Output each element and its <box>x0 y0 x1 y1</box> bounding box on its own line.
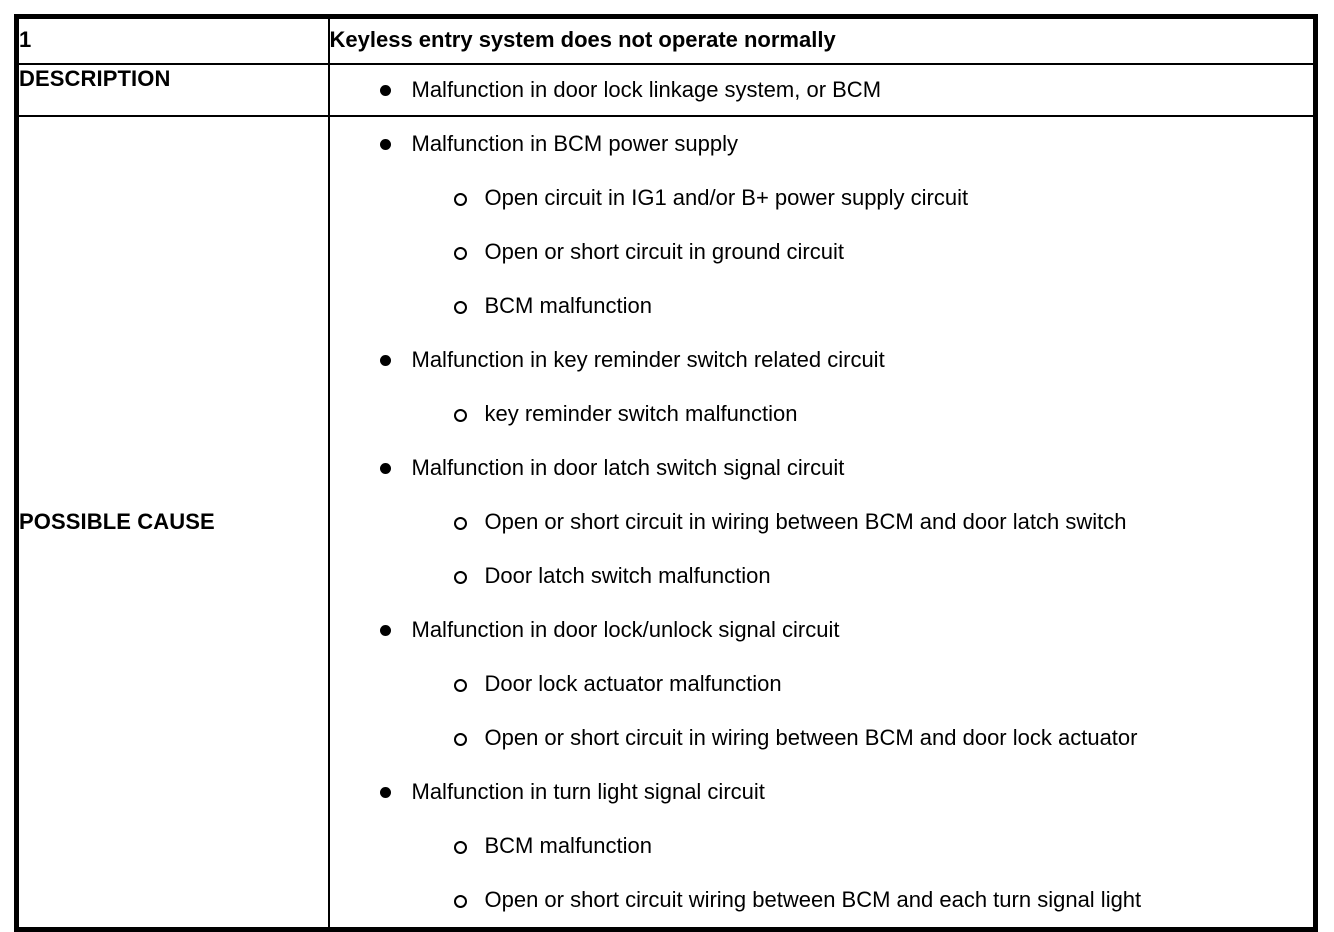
cause-item-level1: Malfunction in door lock linkage system,… <box>330 65 1314 115</box>
cause-item-level1: Malfunction in turn light signal circuit <box>330 765 1314 819</box>
cause-item-level2: BCM malfunction <box>330 279 1314 333</box>
hollow-bullet-icon <box>453 571 467 584</box>
description-label: DESCRIPTION <box>15 63 330 117</box>
item-label: Open or short circuit in wiring between … <box>484 509 1127 534</box>
item-label: Open or short circuit in ground circuit <box>484 239 845 264</box>
hollow-bullet-icon <box>453 193 467 206</box>
dtc-number-cell: 1 <box>15 15 330 65</box>
table-row-description: DESCRIPTION Malfunction in door lock lin… <box>15 63 1317 117</box>
hollow-bullet-icon <box>453 895 467 908</box>
description-content: Malfunction in door lock linkage system,… <box>327 63 1317 117</box>
item-label: Door lock actuator malfunction <box>484 671 782 696</box>
cause-item-level2: Open or short circuit in ground circuit <box>330 225 1314 279</box>
filled-bullet-icon <box>379 463 391 474</box>
filled-bullet-icon <box>379 787 391 798</box>
cause-item-level1: Malfunction in door lock/unlock signal c… <box>330 603 1314 657</box>
table-row-possible-cause: POSSIBLE CAUSE Malfunction in BCM power … <box>15 115 1317 931</box>
item-label: Malfunction in BCM power supply <box>411 131 738 156</box>
item-label: Malfunction in door lock/unlock signal c… <box>411 617 840 642</box>
item-label: key reminder switch malfunction <box>484 401 798 426</box>
item-label: BCM malfunction <box>484 293 653 318</box>
cause-item-level2: Open or short circuit in wiring between … <box>330 495 1314 549</box>
cause-item-level2: Open or short circuit in wiring between … <box>330 711 1314 765</box>
item-label: Open or short circuit in wiring between … <box>484 725 1138 750</box>
description-list: Malfunction in door lock linkage system,… <box>330 65 1314 115</box>
item-label: Open circuit in IG1 and/or B+ power supp… <box>484 185 969 210</box>
filled-bullet-icon <box>379 139 391 150</box>
filled-bullet-icon <box>379 355 391 366</box>
cause-item-level1: Malfunction in BCM power supply <box>330 117 1314 171</box>
cause-item-level2: Open or short circuit wiring between BCM… <box>330 873 1314 927</box>
filled-bullet-icon <box>379 625 391 636</box>
item-label: BCM malfunction <box>484 833 653 858</box>
item-label: Malfunction in door lock linkage system,… <box>411 77 882 102</box>
hollow-bullet-icon <box>453 679 467 692</box>
cause-item-level1: Malfunction in key reminder switch relat… <box>330 333 1314 387</box>
filled-bullet-icon <box>379 85 391 96</box>
item-label: Malfunction in key reminder switch relat… <box>411 347 885 372</box>
cause-item-level2: Door lock actuator malfunction <box>330 657 1314 711</box>
hollow-bullet-icon <box>453 409 467 422</box>
hollow-bullet-icon <box>453 733 467 746</box>
possible-cause-label: POSSIBLE CAUSE <box>15 115 330 931</box>
item-label: Door latch switch malfunction <box>484 563 771 588</box>
item-label: Open or short circuit wiring between BCM… <box>484 887 1142 912</box>
hollow-bullet-icon <box>453 301 467 314</box>
item-label: Malfunction in door latch switch signal … <box>411 455 845 480</box>
cause-item-level1: Malfunction in door latch switch signal … <box>330 441 1314 495</box>
cause-item-level2: key reminder switch malfunction <box>330 387 1314 441</box>
hollow-bullet-icon <box>453 841 467 854</box>
table-row-dtc-header: 1 Keyless entry system does not operate … <box>15 15 1317 65</box>
hollow-bullet-icon <box>453 247 467 260</box>
cause-item-level2: BCM malfunction <box>330 819 1314 873</box>
trouble-diagnosis-table: 1 Keyless entry system does not operate … <box>14 14 1318 932</box>
cause-item-level2: Open circuit in IG1 and/or B+ power supp… <box>330 171 1314 225</box>
item-label: Malfunction in turn light signal circuit <box>411 779 765 804</box>
dtc-title-cell: Keyless entry system does not operate no… <box>327 15 1317 65</box>
hollow-bullet-icon <box>453 517 467 530</box>
cause-item-level2: Door latch switch malfunction <box>330 549 1314 603</box>
